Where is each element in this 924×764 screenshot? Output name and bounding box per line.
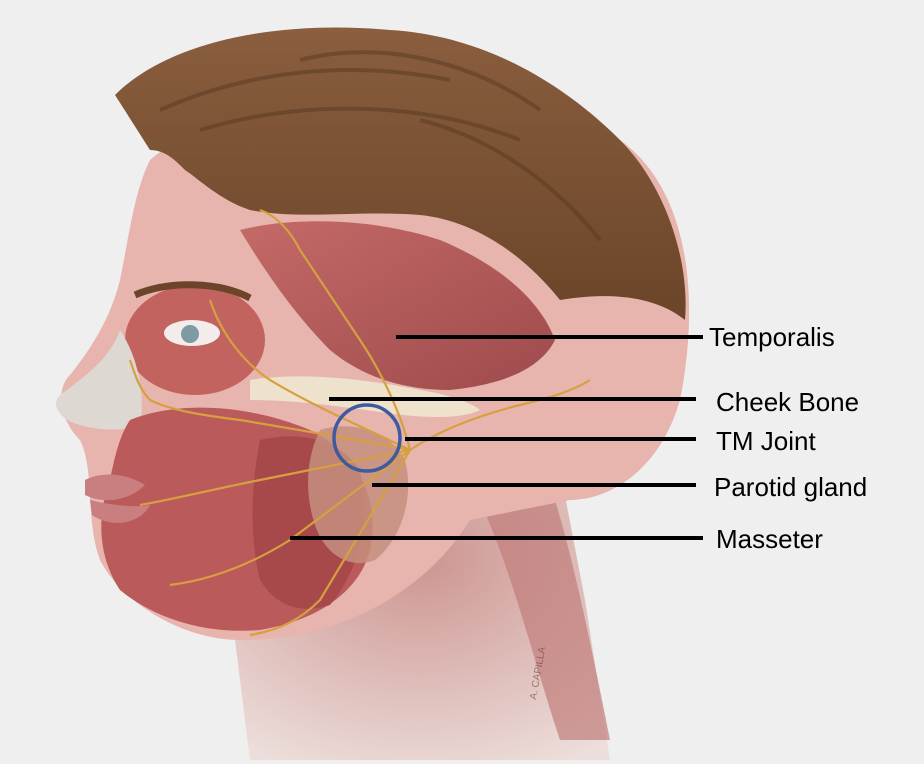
- label-temporalis: Temporalis: [709, 322, 835, 352]
- nose: [56, 330, 142, 430]
- lips: [85, 474, 150, 523]
- label-parotid-gland: Parotid gland: [714, 472, 868, 502]
- hair: [115, 27, 686, 320]
- label-masseter: Masseter: [716, 524, 823, 554]
- tm-joint-circle: [332, 403, 402, 473]
- label-cheek-bone: Cheek Bone: [716, 387, 860, 417]
- label-tm-joint: TM Joint: [716, 426, 816, 456]
- zygomatic-arch: [250, 376, 480, 417]
- eyebrow: [133, 281, 252, 302]
- parotid-gland-shape: [308, 426, 409, 564]
- temporalis-muscle: [240, 221, 555, 390]
- leader-lines: [290, 335, 703, 540]
- iris: [181, 325, 199, 343]
- hair-strands: [159, 50, 602, 242]
